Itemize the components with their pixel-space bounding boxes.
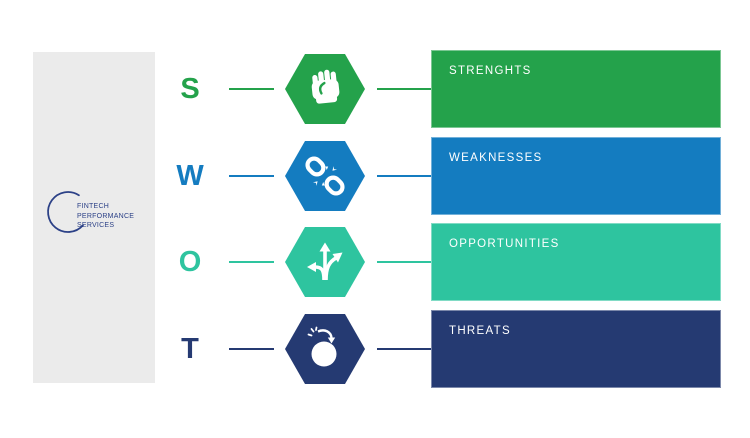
logo-panel: FINTECH PERFORMANCE SERVICES xyxy=(33,52,155,383)
connector-line xyxy=(229,348,274,350)
threats-bar: THREATS xyxy=(431,310,721,388)
connector-line xyxy=(377,261,431,263)
fist-icon xyxy=(285,54,365,124)
opportunities-hexagon xyxy=(285,227,365,297)
logo-ring-icon xyxy=(47,191,84,233)
bar-label: THREATS xyxy=(449,325,511,337)
bar-label: WEAKNESSES xyxy=(449,152,543,164)
three-way-arrows-icon xyxy=(285,227,365,297)
letter-w: W xyxy=(176,160,204,192)
strengths-bar: STRENGHTS xyxy=(431,50,721,128)
connector-line xyxy=(229,88,274,90)
swot-row-opportunities: O OPPORTUNITIES xyxy=(0,219,750,305)
swot-row-weaknesses: W WEAKNESSES xyxy=(0,133,750,219)
weaknesses-bar: WEAKNESSES xyxy=(431,137,721,215)
swot-row-threats: T THREATS xyxy=(0,306,750,392)
logo-wordmark: FINTECH PERFORMANCE SERVICES xyxy=(77,202,134,231)
logo-line-2: PERFORMANCE xyxy=(77,212,135,220)
letter-t: T xyxy=(181,333,199,365)
connector-line xyxy=(229,175,274,177)
connector-line xyxy=(377,175,431,177)
strengths-hexagon xyxy=(285,54,365,124)
logo-line-1: FINTECH xyxy=(77,203,110,210)
bar-label: OPPORTUNITIES xyxy=(449,238,560,250)
broken-chain-icon xyxy=(285,141,365,211)
letter-o: O xyxy=(178,246,202,278)
weaknesses-hexagon xyxy=(285,141,365,211)
bomb-icon xyxy=(285,314,365,384)
bar-label: STRENGHTS xyxy=(449,65,532,77)
swot-row-strengths: S STRENGHTS xyxy=(0,46,750,132)
threats-hexagon xyxy=(285,314,365,384)
logo-line-3: SERVICES xyxy=(77,222,115,230)
opportunities-bar: OPPORTUNITIES xyxy=(431,223,721,301)
connector-line xyxy=(377,348,431,350)
letter-s: S xyxy=(180,73,200,105)
connector-line xyxy=(377,88,431,90)
connector-line xyxy=(229,261,274,263)
